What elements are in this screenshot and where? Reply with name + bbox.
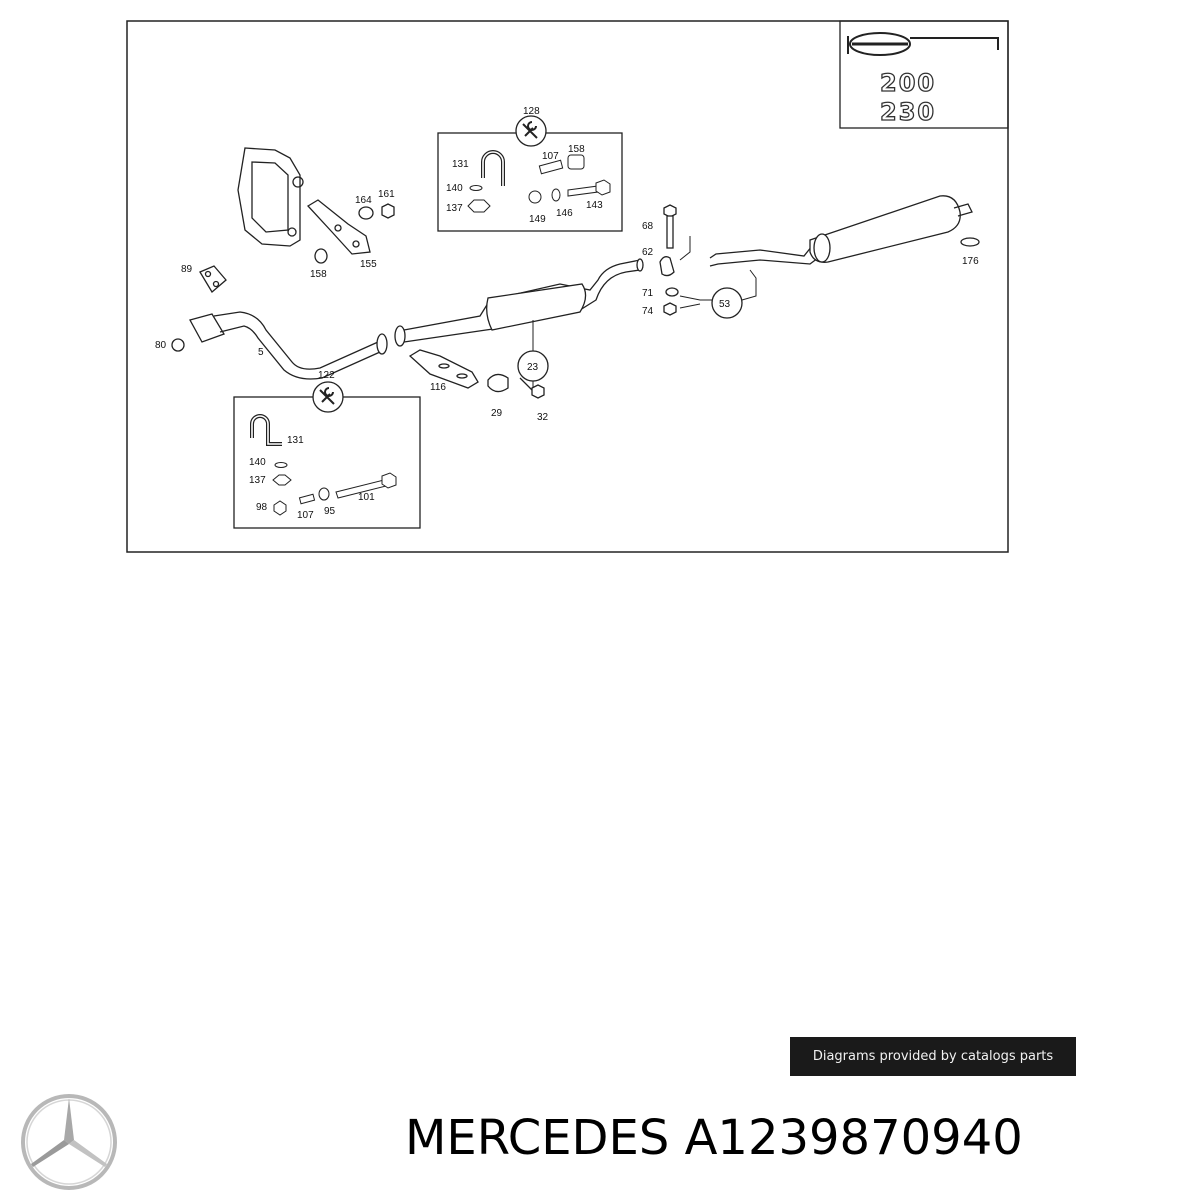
label-107: 107 (542, 151, 559, 162)
wrench-icon-2 (319, 387, 335, 405)
model-emblem-box: 200 230 (839, 20, 1009, 129)
label-89: 89 (181, 264, 193, 275)
label-149: 149 (529, 214, 546, 225)
nut-parts-164-161 (314, 203, 395, 264)
label-146: 146 (556, 208, 573, 219)
label-116: 116 (430, 382, 446, 393)
gasket-89 (199, 265, 227, 293)
hanger-parts (659, 204, 679, 316)
front-exhaust-pipe (171, 311, 381, 380)
label-131: 131 (452, 159, 469, 170)
label-137: 137 (446, 203, 463, 214)
label-107-b: 107 (297, 510, 314, 521)
hardware-inset-bottom (233, 381, 421, 529)
steering-wheel-icon (847, 32, 999, 56)
label-68: 68 (642, 221, 654, 232)
clamp-29-bolt-32 (487, 373, 545, 399)
middle-silencer (376, 258, 644, 355)
label-23: 23 (527, 362, 539, 373)
label-74: 74 (642, 306, 654, 317)
label-128: 128 (523, 106, 540, 117)
label-143: 143 (586, 200, 603, 211)
mercedes-star-logo (21, 1094, 117, 1190)
label-71: 71 (642, 288, 654, 299)
label-98: 98 (256, 502, 268, 513)
label-53: 53 (719, 299, 731, 310)
label-176: 176 (962, 256, 979, 267)
bracket-116 (408, 349, 479, 389)
label-161: 161 (378, 189, 395, 200)
diagram-frame (126, 20, 1009, 553)
label-155: 155 (360, 259, 377, 270)
label-32: 32 (537, 412, 549, 423)
hardware-inset-top (437, 115, 623, 232)
label-131-b: 131 (287, 435, 304, 446)
label-140: 140 (446, 183, 463, 194)
brand-part-number-title: MERCEDES A1239870940 (405, 1110, 1023, 1166)
label-140-b: 140 (249, 457, 266, 468)
label-158-b: 158 (310, 269, 327, 280)
wrench-icon (522, 121, 538, 139)
label-29: 29 (491, 408, 503, 419)
diagram-credit-badge: Diagrams provided by catalogs parts (790, 1037, 1076, 1076)
label-158: 158 (568, 144, 585, 155)
label-164: 164 (355, 195, 372, 206)
emblem-model-200: 200 (880, 69, 936, 97)
label-5: 5 (258, 347, 264, 358)
emblem-model-230: 230 (880, 98, 936, 126)
label-80: 80 (155, 340, 167, 351)
engine-flange-part (237, 147, 371, 255)
label-62: 62 (642, 247, 654, 258)
label-122: 122 (318, 370, 335, 381)
label-101: 101 (358, 492, 375, 503)
rear-silencer (709, 195, 980, 267)
label-95: 95 (324, 506, 336, 517)
label-137-b: 137 (249, 475, 266, 486)
